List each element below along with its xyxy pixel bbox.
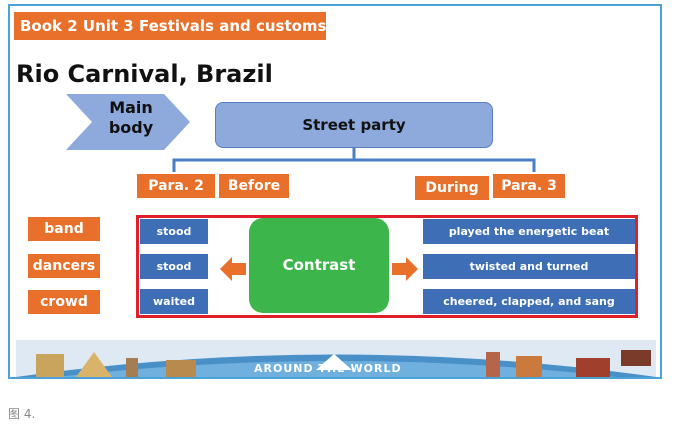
unit-header-tab: Book 2 Unit 3 Festivals and customs <box>14 12 327 40</box>
slide-title: Rio Carnival, Brazil <box>16 60 273 88</box>
subject-dancers: dancers <box>28 254 100 278</box>
left-arrow-icon <box>220 257 246 281</box>
para-3-label: Para. 3 <box>493 174 565 198</box>
right-arrow-icon <box>392 257 418 281</box>
comparison-frame <box>136 215 638 318</box>
during-action-dancers: twisted and turned <box>423 254 635 279</box>
para-2-label: Para. 2 <box>137 174 215 198</box>
before-action-dancers: stood <box>140 254 208 279</box>
before-label: Before <box>219 174 289 198</box>
branch-bracket <box>172 148 536 172</box>
street-party-box: Street party <box>215 102 493 148</box>
contrast-box: Contrast <box>249 218 389 313</box>
before-action-crowd: waited <box>140 289 208 314</box>
before-action-band: stood <box>140 219 208 244</box>
main-body-label: Main body <box>108 98 154 137</box>
main-body-chevron: Main body <box>66 94 190 150</box>
world-landmarks-illustration <box>16 340 656 377</box>
banner-text: AROUND THE WORLD <box>254 362 402 375</box>
around-the-world-banner: AROUND THE WORLD <box>16 340 656 377</box>
slide-frame: Book 2 Unit 3 Festivals and customs Rio … <box>8 4 662 379</box>
during-action-band: played the energetic beat <box>423 219 635 244</box>
subject-band: band <box>28 217 100 241</box>
chevron-arrow-shape <box>66 94 190 150</box>
subject-crowd: crowd <box>28 290 100 314</box>
during-action-crowd: cheered, clapped, and sang <box>423 289 635 314</box>
during-label: During <box>415 176 489 200</box>
figure-caption: 图 4. <box>8 407 36 421</box>
